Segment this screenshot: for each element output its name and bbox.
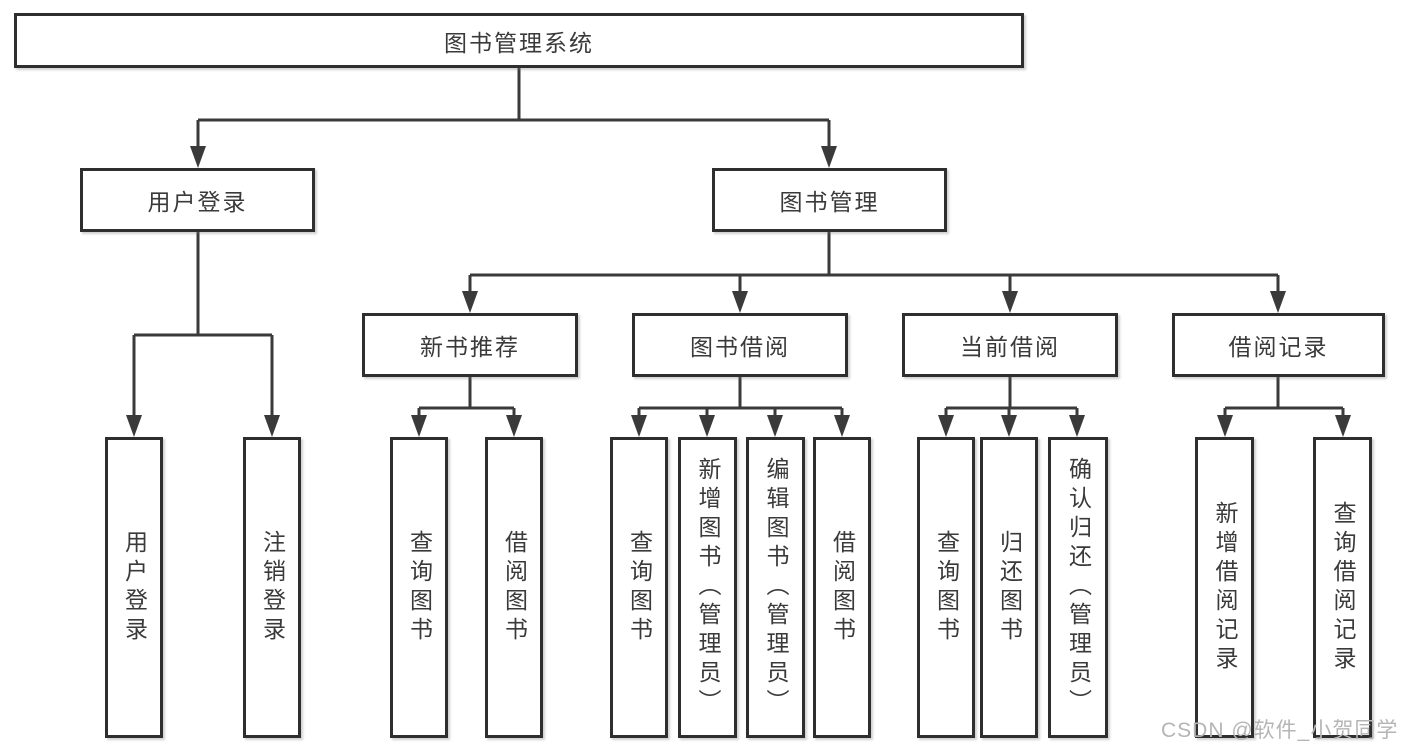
arrowhead <box>732 291 748 313</box>
arrowhead <box>190 146 206 168</box>
leaf-edit-book-admin: 编辑图书（管理员） <box>746 437 805 738</box>
leaf-return-book: 归还图书 <box>980 437 1038 738</box>
arrowhead <box>411 415 427 437</box>
leaf-label: 新增借阅记录 <box>1212 500 1238 675</box>
node-user-login-group: 用户登录 <box>80 168 315 232</box>
leaf-label: 确认归还（管理员） <box>1065 457 1092 718</box>
arrowhead <box>699 415 715 437</box>
arrowhead <box>1069 415 1085 437</box>
leaf-label: 用户登录 <box>121 529 148 646</box>
node-label: 借阅记录 <box>1228 334 1329 360</box>
leaf-label: 归还图书 <box>996 529 1023 646</box>
arrowhead <box>767 415 783 437</box>
node-root: 图书管理系统 <box>14 13 1024 68</box>
arrowhead <box>631 415 647 437</box>
leaf-query-book-borrow: 查询图书 <box>610 437 668 738</box>
leaf-query-book-current: 查询图书 <box>917 437 975 738</box>
arrowhead <box>938 415 954 437</box>
node-book-management: 图书管理 <box>712 168 947 232</box>
leaf-confirm-return-admin: 确认归还（管理员） <box>1048 437 1108 738</box>
leaf-label: 新增图书（管理员） <box>695 457 721 718</box>
leaf-query-book-recommend: 查询图书 <box>390 437 448 738</box>
arrowhead <box>1002 291 1018 313</box>
leaf-user-login: 用户登录 <box>105 437 163 738</box>
leaf-label: 查询图书 <box>406 529 433 646</box>
node-label: 新书推荐 <box>420 334 520 360</box>
node-label: 图书借阅 <box>690 334 790 360</box>
arrowhead <box>1217 415 1233 437</box>
leaf-add-borrow-record: 新增借阅记录 <box>1195 437 1254 738</box>
leaf-add-book-admin: 新增图书（管理员） <box>678 437 737 738</box>
arrowhead <box>126 415 142 437</box>
connector-lines <box>132 68 1345 421</box>
leaf-logout: 注销登录 <box>243 437 301 738</box>
node-book-borrow: 图书借阅 <box>632 313 848 377</box>
leaf-label: 查询图书 <box>933 529 960 646</box>
arrowhead <box>1270 291 1286 313</box>
arrowhead <box>264 415 280 437</box>
node-root-label: 图书管理系统 <box>444 29 594 56</box>
arrowhead <box>1001 415 1017 437</box>
arrowheads <box>126 146 1351 437</box>
leaf-label: 查询图书 <box>626 529 653 646</box>
arrowhead <box>834 415 850 437</box>
arrowhead <box>821 146 837 168</box>
leaf-label: 注销登录 <box>259 529 286 646</box>
watermark-text: CSDN @软件_小贺同学 <box>1161 719 1399 742</box>
leaf-borrow-book-recommend: 借阅图书 <box>485 437 543 738</box>
arrowhead <box>462 291 478 313</box>
node-label: 当前借阅 <box>960 334 1060 360</box>
leaf-label: 编辑图书（管理员） <box>763 457 789 718</box>
node-label: 图书管理 <box>779 189 880 215</box>
leaf-borrow-book: 借阅图书 <box>813 437 871 738</box>
leaf-label: 查询借阅记录 <box>1330 500 1356 675</box>
arrowhead <box>1335 415 1351 437</box>
node-label: 用户登录 <box>147 189 248 215</box>
node-new-book-recommend: 新书推荐 <box>362 313 578 377</box>
arrowhead <box>506 415 522 437</box>
leaf-query-borrow-record: 查询借阅记录 <box>1313 437 1372 738</box>
leaf-label: 借阅图书 <box>501 529 528 646</box>
node-borrow-records: 借阅记录 <box>1172 313 1385 377</box>
leaf-label: 借阅图书 <box>829 529 856 646</box>
node-current-borrow: 当前借阅 <box>902 313 1118 377</box>
